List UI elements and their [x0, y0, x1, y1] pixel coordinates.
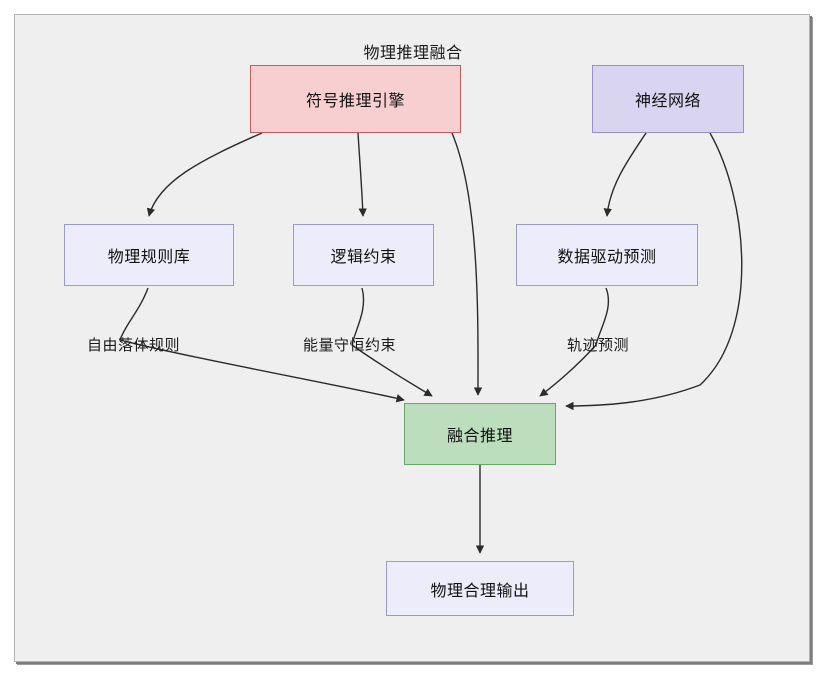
edge-label-trajectory-prediction: 轨迹预测: [567, 337, 630, 354]
node-fusion-reasoning-label: 融合推理: [446, 428, 513, 445]
node-physics-rule-base-label: 物理规则库: [107, 249, 191, 266]
node-logic-constraint[interactable]: 逻辑约束: [293, 224, 434, 286]
node-data-driven-prediction-label: 数据驱动预测: [557, 249, 657, 266]
diagram-title: 物理推理融合: [363, 45, 463, 62]
node-fusion-reasoning[interactable]: 融合推理: [404, 403, 556, 465]
node-neural-network[interactable]: 神经网络: [592, 65, 744, 133]
edge-label-energy-conservation-constraint: 能量守恒约束: [303, 337, 397, 354]
node-logic-constraint-label: 逻辑约束: [330, 249, 397, 266]
node-neural-network-label: 神经网络: [634, 93, 701, 110]
node-data-driven-prediction[interactable]: 数据驱动预测: [516, 224, 698, 286]
node-physical-plausible-output-label: 物理合理输出: [430, 582, 530, 600]
node-symbolic-engine-label: 符号推理引擎: [305, 93, 405, 110]
node-physical-plausible-output[interactable]: 物理合理输出: [386, 561, 574, 616]
node-symbolic-engine[interactable]: 符号推理引擎: [250, 65, 461, 133]
node-physics-rule-base[interactable]: 物理规则库: [64, 224, 234, 286]
edge-label-free-fall-rule: 自由落体规则: [87, 337, 181, 354]
